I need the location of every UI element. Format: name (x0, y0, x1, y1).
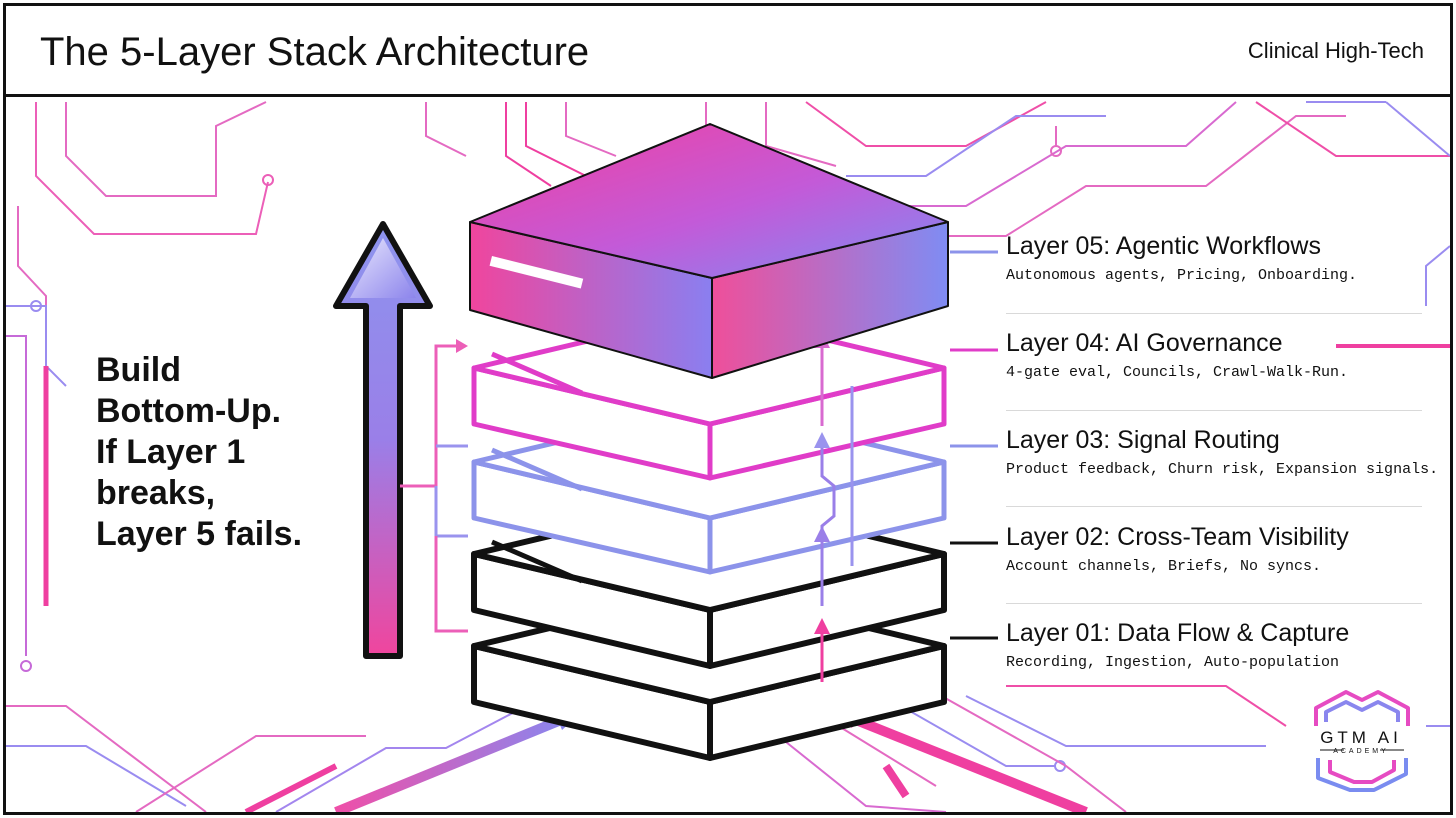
layer-label-01: Layer 01: Data Flow & Capture Recording,… (1006, 619, 1426, 671)
divider (1006, 410, 1422, 411)
circuit-trace-decoration (6, 101, 1450, 812)
tagline-line: Bottom-Up. (96, 392, 282, 430)
tagline-line: breaks, (96, 474, 216, 512)
tagline: Build Bottom-Up. If Layer 1 breaks, Laye… (96, 350, 356, 555)
layer-description: Product feedback, Churn risk, Expansion … (1006, 461, 1439, 478)
stack-layer-05 (469, 123, 949, 379)
leader-lines (950, 250, 998, 640)
layer-description: Autonomous agents, Pricing, Onboarding. (1006, 267, 1358, 284)
layer-title: Layer 01: Data Flow & Capture (1006, 619, 1350, 647)
layer-title: Layer 04: AI Governance (1006, 329, 1283, 357)
style-label: Clinical High-Tech (1247, 38, 1424, 63)
layer-description: Account channels, Briefs, No syncs. (1006, 558, 1322, 575)
stack-illustration (6, 101, 1450, 812)
layer-title: Layer 02: Cross-Team Visibility (1006, 523, 1349, 551)
layer-description: Recording, Ingestion, Auto-population (1006, 654, 1340, 671)
logo-subtext: ACADEMY (1333, 748, 1389, 755)
connector-bracket (400, 339, 468, 633)
layer-description: 4-gate eval, Councils, Crawl-Walk-Run. (1006, 364, 1349, 381)
layer-label-02: Layer 02: Cross-Team Visibility Account … (1006, 523, 1426, 575)
logo-icon (1314, 690, 1410, 792)
divider (1006, 506, 1422, 507)
tagline-line: Build (96, 351, 181, 389)
layer-title: Layer 03: Signal Routing (1006, 426, 1280, 454)
layer-title: Layer 05: Agentic Workflows (1006, 232, 1321, 260)
page-title: The 5-Layer Stack Architecture (40, 30, 590, 74)
layer-label-05: Layer 05: Agentic Workflows Autonomous a… (1006, 232, 1426, 284)
tagline-line: Layer 5 fails. (96, 515, 303, 553)
divider (1006, 313, 1422, 314)
layer-label-04: Layer 04: AI Governance 4-gate eval, Cou… (1006, 329, 1426, 381)
tagline-line: If Layer 1 (96, 433, 246, 471)
up-arrow-icon (333, 221, 433, 659)
divider (1006, 603, 1422, 604)
logo-name: GTM AI (1320, 728, 1402, 747)
layer-label-03: Layer 03: Signal Routing Product feedbac… (1006, 426, 1439, 478)
slide-frame: The 5-Layer Stack Architecture Clinical … (3, 3, 1453, 815)
header-bar: The 5-Layer Stack Architecture Clinical … (6, 6, 1450, 97)
